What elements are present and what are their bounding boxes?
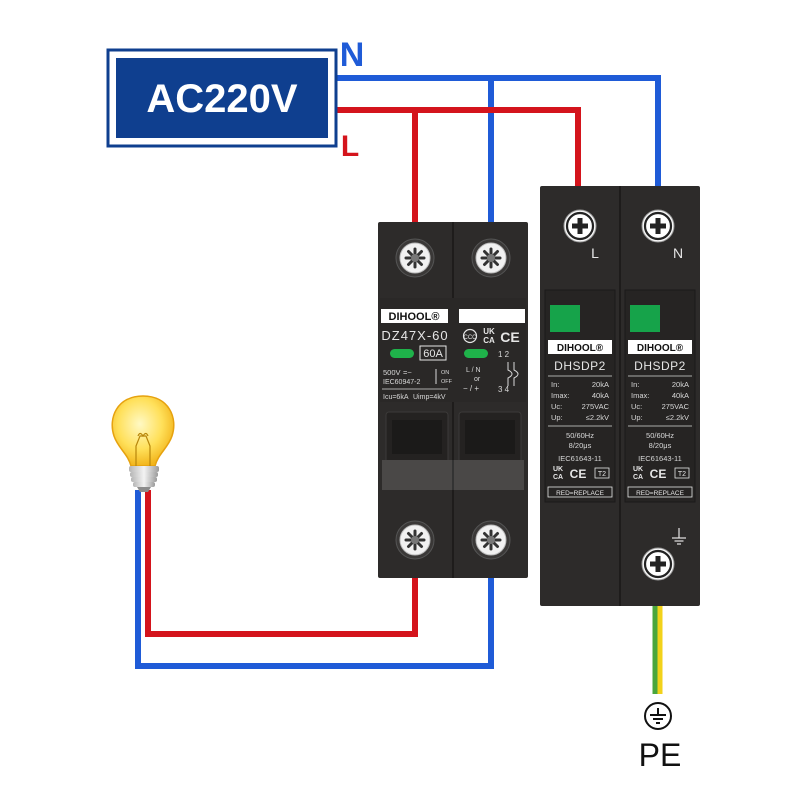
spd-status-window	[550, 305, 580, 332]
svg-text:UK: UK	[633, 466, 643, 473]
breaker-standard: IEC60947-2	[383, 379, 420, 386]
breaker-model: DZ47X-60	[381, 328, 448, 343]
line-wire-supply	[330, 107, 581, 186]
spd-brand: DIHOOL®	[637, 343, 684, 354]
surge-protector: L N DIHOOL® DHSDP2 In: 20kA Imax: 40kA U…	[540, 186, 700, 606]
neutral-wire-label: N	[340, 36, 365, 74]
spd-waveform: 8/20μs	[569, 441, 592, 450]
svg-text:CE: CE	[570, 467, 587, 481]
spd-uc-value: 275VAC	[582, 402, 610, 411]
spd-brand: DIHOOL®	[557, 343, 604, 354]
breaker-terminals-top: 1 2	[498, 350, 510, 359]
protective-earth-label: PE	[639, 737, 682, 773]
spd-imax-value: 40kA	[592, 391, 609, 400]
svg-text:CE: CE	[650, 467, 667, 481]
spd-waveform: 8/20μs	[649, 441, 672, 450]
breaker-off-label: OFF	[441, 379, 453, 385]
breaker-voltage: 500V	[383, 368, 401, 377]
screw-terminal-icon	[470, 519, 512, 561]
spd-class: T2	[598, 471, 606, 478]
screw-terminal-icon	[640, 546, 676, 582]
spd-module: DIHOOL® DHSDP2 In: 20kA Imax: 40kA Uc: 2…	[544, 289, 616, 503]
line-wire-load	[145, 490, 418, 637]
spd-uc-label: Uc:	[551, 402, 562, 411]
spd-model: DHSDP2	[554, 359, 606, 373]
spd-up-value: ≤2.2kV	[666, 413, 689, 422]
spd-replace-note: RED=REPLACE	[556, 490, 605, 497]
screw-terminal-icon	[394, 237, 436, 279]
svg-text:CA: CA	[633, 474, 643, 481]
spd-imax-label: Imax:	[631, 391, 649, 400]
svg-text:CCC: CCC	[464, 335, 478, 341]
breaker-uimp: Uimp=4kV	[413, 394, 446, 401]
spd-imax-label: Imax:	[551, 391, 569, 400]
neutral-wire-load	[135, 490, 494, 669]
power-source-box: AC220V	[106, 48, 338, 148]
breaker-terminals-bottom: 3 4	[498, 385, 510, 394]
breaker-circuit-symbol	[507, 362, 519, 386]
spd-model: DHSDP2	[634, 359, 686, 373]
spd-in-label: In:	[551, 380, 559, 389]
breaker-brand: DIHOOL®	[389, 311, 440, 323]
spd-up-label: Up:	[631, 413, 643, 422]
neutral-wire-supply	[330, 75, 661, 186]
spd-class: T2	[678, 471, 686, 478]
certification-marks: CCC UK CA CE	[462, 327, 520, 345]
spd-module: DIHOOL® DHSDP2 In: 20kA Imax: 40kA Uc: 2…	[624, 289, 696, 503]
certification-marks: UK CA CE T2	[553, 466, 610, 481]
spd-in-label: In:	[631, 380, 639, 389]
spd-standard: IEC61643-11	[638, 454, 682, 463]
breaker-rating: 60A	[423, 348, 443, 360]
spd-status-window	[630, 305, 660, 332]
breaker-icu: Icu=6kA	[383, 394, 409, 401]
circuit-breaker: DIHOOL® DZ47X-60 60A 500V =~ ON OFF IEC6…	[378, 222, 528, 578]
wiring	[135, 75, 663, 694]
spd-standard: IEC61643-11	[558, 454, 602, 463]
spd-in-value: 20kA	[592, 380, 609, 389]
ce-mark: CE	[500, 329, 519, 345]
breaker-on-label: ON	[441, 370, 449, 376]
spd-uc-value: 275VAC	[662, 402, 690, 411]
screw-terminal-icon	[394, 519, 436, 561]
earth-ground-icon	[672, 528, 686, 545]
spd-terminal-n-label: N	[673, 245, 683, 261]
spd-replace-note: RED=REPLACE	[636, 490, 685, 497]
spd-in-value: 20kA	[672, 380, 689, 389]
spd-frequency: 50/60Hz	[646, 431, 674, 440]
breaker-status-indicator	[464, 349, 488, 358]
breaker-polarity-ln: L / N	[466, 367, 481, 374]
screw-terminal-icon	[470, 237, 512, 279]
spd-terminal-l-label: L	[591, 245, 599, 261]
breaker-polarity-dc: − / +	[463, 384, 479, 393]
breaker-dc-ac-symbol: =~	[403, 368, 412, 377]
ukca-mark-uk: UK	[483, 327, 495, 336]
breaker-status-indicator	[390, 349, 414, 358]
svg-text:UK: UK	[553, 466, 563, 473]
spd-up-value: ≤2.2kV	[586, 413, 609, 422]
lightbulb-icon	[111, 395, 175, 492]
source-voltage-label: AC220V	[146, 77, 298, 121]
spd-uc-label: Uc:	[631, 402, 642, 411]
screw-terminal-icon	[640, 208, 676, 244]
line-wire-label: L	[341, 130, 359, 163]
certification-marks: UK CA CE T2	[633, 466, 690, 481]
spd-up-label: Up:	[551, 413, 563, 422]
svg-text:CA: CA	[553, 474, 563, 481]
spd-imax-value: 40kA	[672, 391, 689, 400]
protective-earth-icon	[644, 702, 672, 730]
breaker-polarity-or: or	[474, 376, 481, 383]
screw-terminal-icon	[562, 208, 598, 244]
spd-frequency: 50/60Hz	[566, 431, 594, 440]
ukca-mark-ca: CA	[483, 336, 495, 345]
